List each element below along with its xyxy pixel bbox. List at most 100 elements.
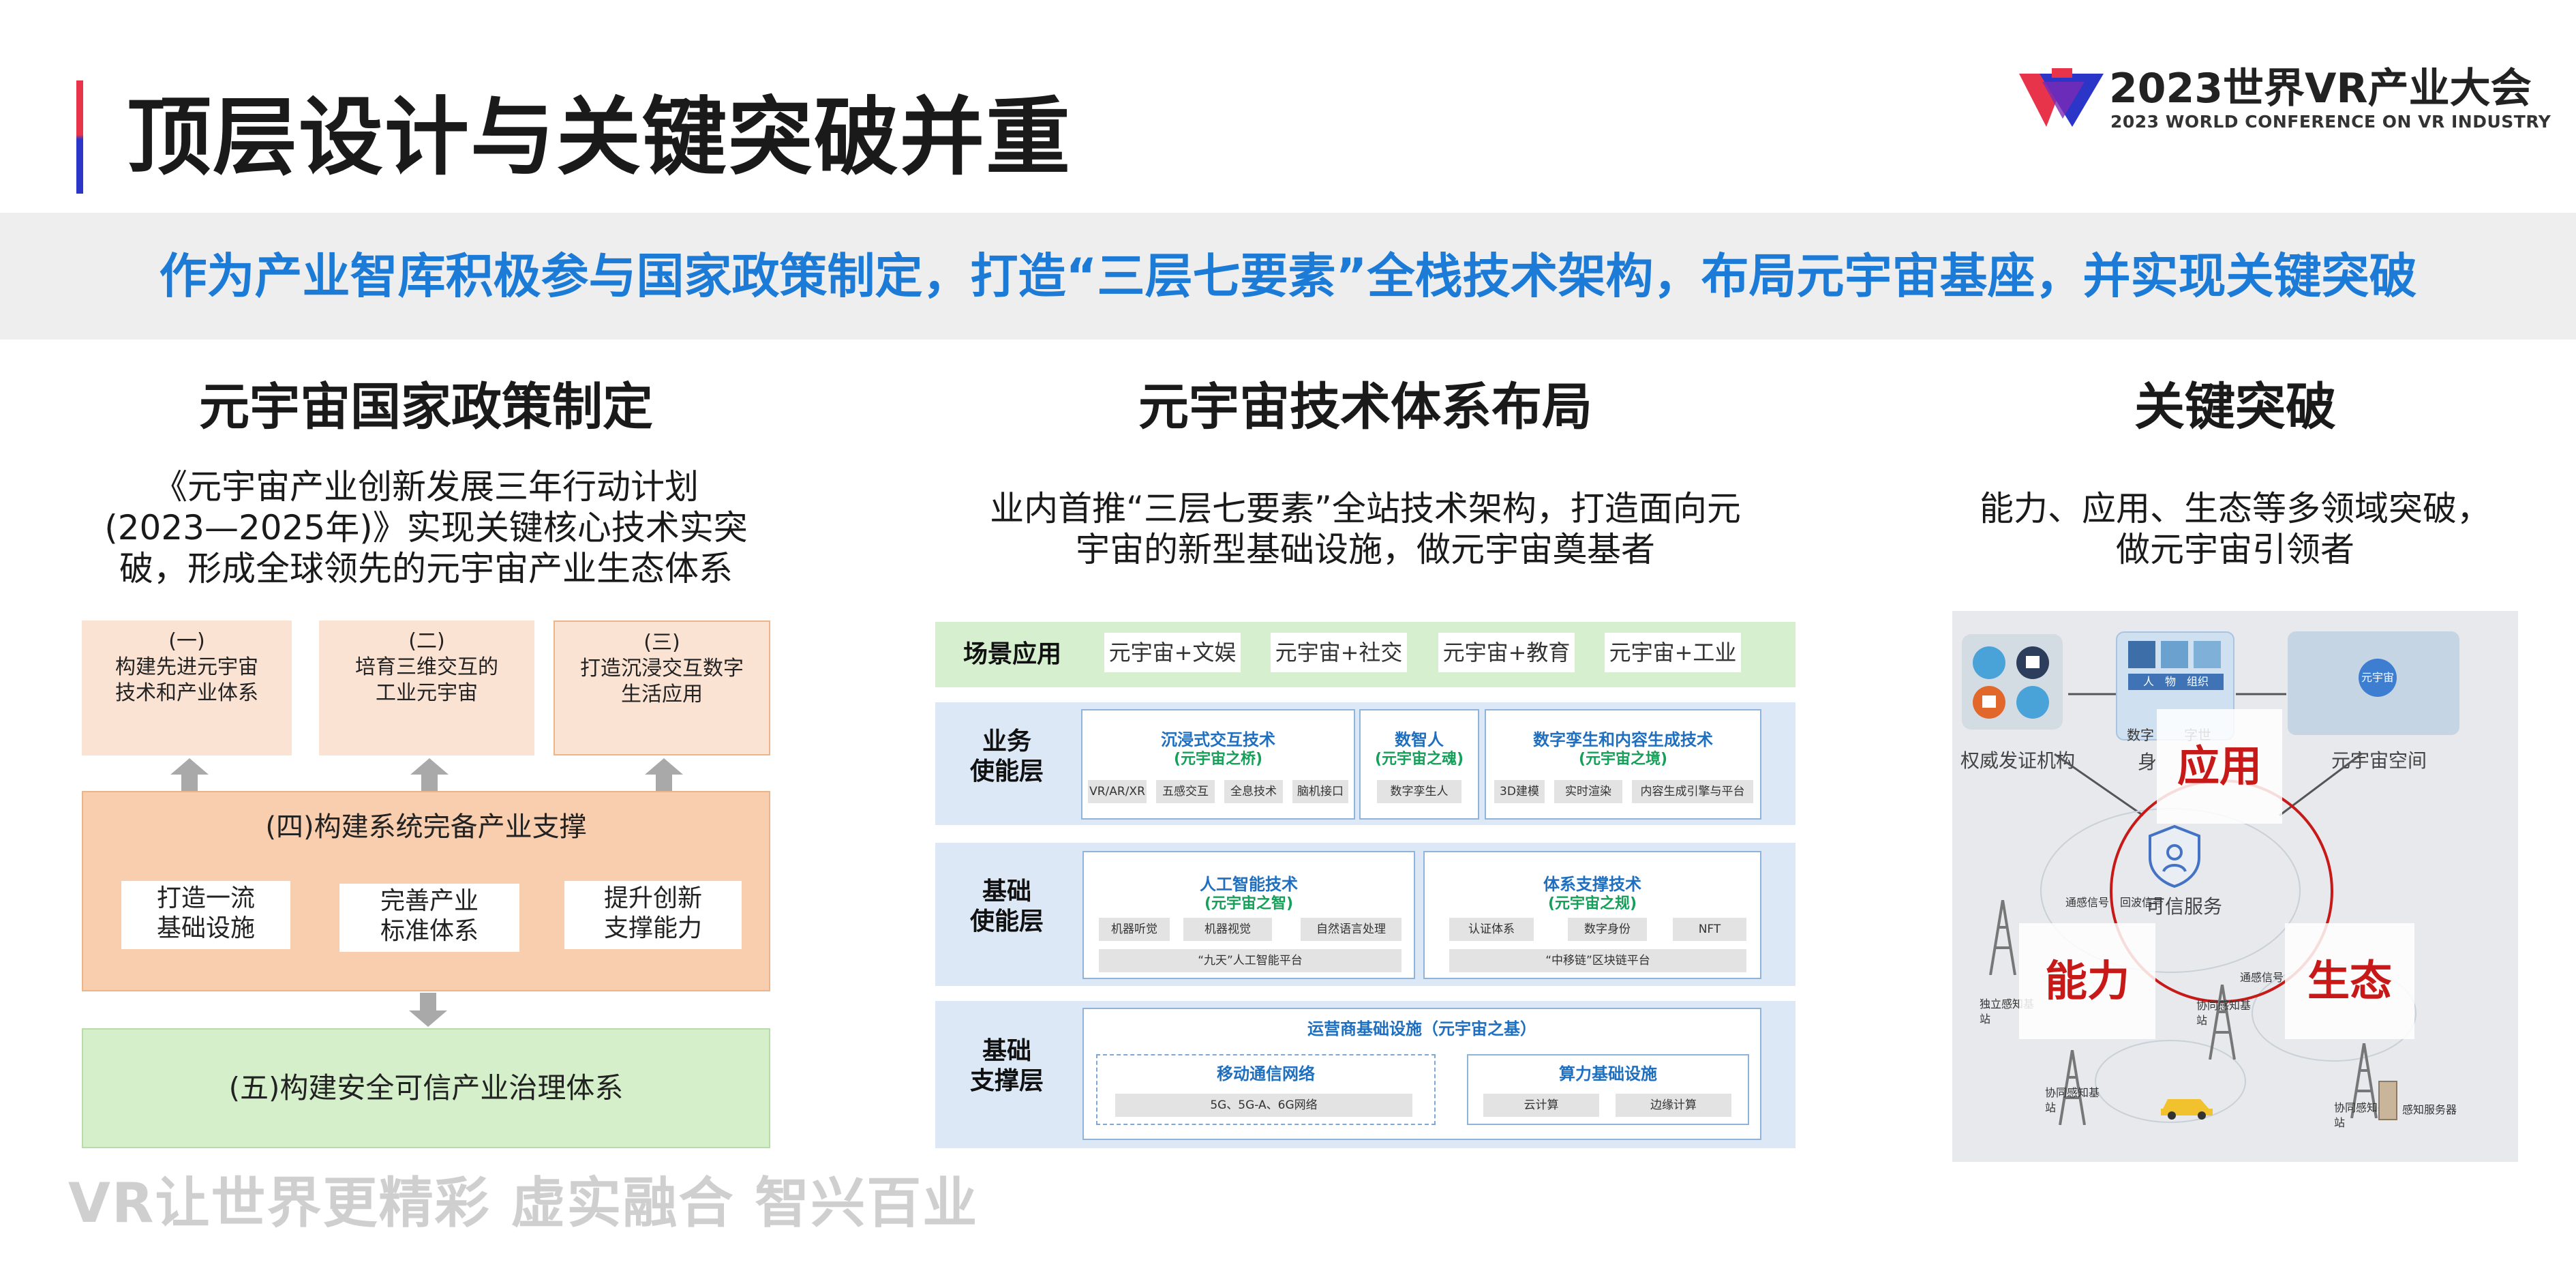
digital-human-sub: (元宇宙之魂) [1374,751,1464,768]
tech-desc-line: 宇宙的新型基础设施，做元宇宙奠基者 [1076,530,1655,569]
shield-icon [2149,824,2200,888]
tech-chip: 自然语言处理 [1301,918,1401,941]
support-item-line: 完善产业 [380,887,479,915]
tower-icon [2350,1043,2378,1118]
person-avatar [2128,641,2155,668]
compute-infra-box [1467,1054,1749,1125]
photo-thumbnail [2161,641,2188,668]
policy-box-number: (三) [643,631,680,655]
tech-chip: 全息技术 [1224,780,1283,803]
authority-label: 权威发证机构 [1960,749,2076,772]
server-icon [2378,1081,2397,1120]
foundation-layer-label: 基础 使能层 [949,877,1065,937]
policy-box-line: 培育三维交互的 [355,655,498,679]
sensor-label-line: 协同感知基 [2334,1101,2389,1114]
layer-label-line: 基础 [982,1037,1031,1065]
breakthrough-description: 能力、应用、生态等多领域突破， 做元宇宙引领者 [1952,488,2518,570]
policy-heading: 元宇宙国家政策制定 [199,378,653,436]
arrow-up-icon [645,758,683,792]
arrow-up-icon [410,758,449,792]
breakthrough-heading: 关键突破 [2134,378,2336,436]
support-item-standards: 完善产业 标准体系 [339,884,519,952]
tech-chip: 边缘计算 [1616,1094,1731,1117]
platform-chip: “九天”人工智能平台 [1099,949,1401,972]
tech-chip: 数字孪生人 [1377,780,1461,803]
trusted-service-label: 可信服务 [2146,895,2223,918]
tech-chip: 实时渲染 [1554,780,1622,803]
sensor-label-line: 站 [1980,1013,1991,1025]
scene-tag: 元宇宙+教育 [1438,633,1575,672]
car-icon [2161,1099,2213,1120]
mobile-network-title: 移动通信网络 [1217,1064,1315,1083]
governance-box: (五)构建安全可信产业治理体系 [82,1028,770,1148]
business-layer-label: 业务 使能层 [949,727,1065,787]
support-item-line: 基础设施 [156,914,255,942]
arrow-down-icon [409,993,447,1027]
tower-icon [1989,900,2016,975]
tech-chip: 机器视觉 [1183,918,1272,941]
logo-subtitle: 2023 WORLD CONFERENCE ON VR INDUSTRY [2110,112,2551,132]
digital-label: 数字 [2127,727,2154,743]
signal-label: 通感信号 [2065,896,2110,909]
tech-chip: 5G、5G-A、6G网络 [1115,1094,1412,1117]
sensor-station-label: 协同感知基 站 [2334,1100,2389,1130]
banner-text: 作为产业智库积极参与国家政策制定，打造“三层七要素”全栈技术架构，布局元宇宙基座… [159,248,2417,304]
scene-tag: 元宇宙+文娱 [1104,633,1241,672]
signal-label: 通感信号 [2240,971,2284,984]
breakthrough-desc-line: 做元宇宙引领者 [2116,530,2354,569]
support-item-innovation: 提升创新 支撑能力 [564,881,742,949]
policy-box-3: (三) 打造沉浸交互数字 生活应用 [554,620,770,755]
industry-support-title: (四)构建系统完备产业支撑 [265,811,587,843]
policy-box-line: 工业元宇宙 [376,681,478,705]
institution-icon [1973,646,2049,719]
ai-tech-sub: (元宇宙之智) [1204,895,1294,912]
support-item-line: 标准体系 [380,917,479,945]
scene-layer-label: 场景应用 [963,640,1061,668]
operator-infra-box [1082,1008,1761,1140]
sensor-label-line: 站 [2196,1014,2208,1027]
operator-infra-title: 运营商基础设施（元宇宙之基） [1307,1019,1536,1038]
system-support-sub: (元宇宙之规) [1547,895,1637,912]
identity-partial-label: 身 [2138,751,2157,773]
ecology-word: 生态 [2285,923,2414,1039]
support-layer-label: 基础 支撑层 [949,1036,1065,1096]
tech-chip: 内容生成引擎与平台 [1632,780,1753,803]
policy-box-number: (二) [408,629,445,653]
policy-box-line: 构建先进元宇宙 [115,655,258,679]
layer-label-line: 支撑层 [969,1067,1044,1095]
tech-heading: 元宇宙技术体系布局 [1138,378,1592,436]
support-item-line: 支撑能力 [603,914,702,942]
tech-chip: NFT [1673,918,1746,941]
scene-tag: 元宇宙+工业 [1605,633,1741,672]
policy-box-line: 生活应用 [621,683,703,706]
scene-tag: 元宇宙+社交 [1271,633,1407,672]
logo-title: 2023世界VR产业大会 [2109,65,2532,113]
page-title: 顶层设计与关键突破并重 [127,89,1072,187]
breakthrough-desc-line: 能力、应用、生态等多领域突破， [1980,489,2491,528]
metaverse-badge: 元宇宙 [2359,659,2397,697]
vr-conference-logo-icon [2019,68,2104,127]
sensor-station-label: 协同感知基 站 [2045,1085,2100,1115]
photo-thumbnail [2194,641,2221,668]
platform-chip: “中移链”区块链平台 [1449,949,1746,972]
system-support-title: 体系支撑技术 [1543,875,1641,894]
tech-chip: VR/AR/XR [1088,780,1147,803]
layer-label-line: 基础 [982,878,1031,905]
support-item-infrastructure: 打造一流 基础设施 [121,881,290,949]
digital-twin-sub: (元宇宙之境) [1578,751,1668,768]
tech-chip: 脑机接口 [1292,780,1348,803]
support-item-line: 提升创新 [603,884,702,912]
compute-infra-title: 算力基础设施 [1559,1064,1657,1083]
tech-chip: 五感交互 [1156,780,1215,803]
ai-tech-title: 人工智能技术 [1200,875,1298,894]
policy-desc-line: (2023—2025年)》实现关键核心技术实突 [104,508,748,548]
policy-box-line: 技术和产业体系 [115,681,258,705]
tech-chip: 云计算 [1483,1094,1599,1117]
policy-box-line: 打造沉浸交互数字 [580,657,744,680]
digital-twin-title: 数字孪生和内容生成技术 [1533,730,1713,749]
tech-description: 业内首推“三层七要素”全站技术架构，打造面向元 宇宙的新型基础设施，做元宇宙奠基… [935,488,1795,570]
tower-icon [2059,1050,2086,1125]
tech-chip: 认证体系 [1449,918,1534,941]
sensor-label-line: 协同感知基 [2196,999,2252,1012]
layer-label-line: 使能层 [969,908,1044,935]
